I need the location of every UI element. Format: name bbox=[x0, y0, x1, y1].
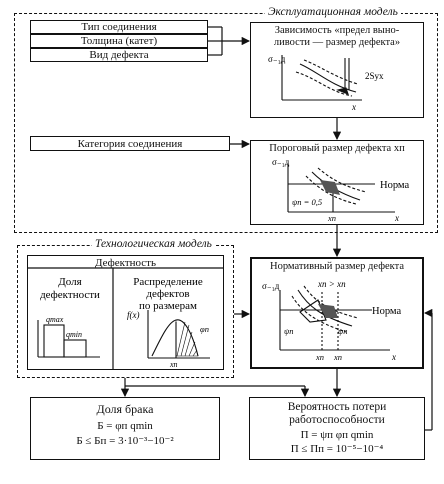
defect-share-chart bbox=[37, 320, 100, 358]
normative-shaded-region bbox=[318, 304, 338, 318]
input-defect-kind: Вид дефекта bbox=[30, 48, 208, 62]
share-title-line2: дефектности bbox=[40, 289, 100, 301]
threshold-x-tick: xп bbox=[327, 213, 336, 223]
dependency-box: Зависимость «предел выно- ливости — разм… bbox=[250, 22, 424, 118]
threshold-psi-label: ψп = 0,5 bbox=[292, 197, 322, 207]
threshold-norm-label: Норма bbox=[380, 180, 409, 191]
operational-model-frame bbox=[14, 13, 438, 233]
distribution-chart bbox=[147, 310, 210, 359]
dependency-y-axis: σ₋₁д bbox=[268, 54, 286, 64]
f-axis-label: f(x) bbox=[127, 310, 140, 320]
distribution-x-label: xп bbox=[169, 360, 178, 369]
normative-x-tick-1: xп bbox=[315, 352, 324, 362]
q-min-label: qmin bbox=[66, 330, 82, 339]
q-max-label: qmax bbox=[46, 315, 64, 324]
share-title-line1: Доля bbox=[58, 276, 81, 288]
distribution-title-line1: Распределение bbox=[133, 276, 203, 288]
normative-y-axis: σ₋₁д bbox=[262, 281, 280, 291]
distribution-hatch bbox=[176, 321, 198, 357]
threshold-x-axis: x bbox=[394, 213, 399, 223]
operational-model-title: Эксплуатационная модель bbox=[265, 6, 401, 18]
normative-norm-label: Норма bbox=[372, 306, 401, 317]
dependency-annotation: 2Syx bbox=[365, 71, 384, 81]
technological-model-title: Технологическая модель bbox=[92, 238, 215, 250]
distribution-title-line3: по размерам bbox=[139, 300, 197, 312]
normative-x-label-top: xп > xп bbox=[317, 279, 346, 289]
input-thickness: Толщина (катет) bbox=[30, 34, 208, 48]
normative-psi-left: ψп bbox=[284, 326, 294, 336]
phi-label: φп bbox=[200, 324, 209, 334]
input-connection-type: Тип соединения bbox=[30, 20, 208, 34]
threshold-shaded-region bbox=[320, 180, 340, 195]
normative-x-axis: x bbox=[391, 352, 396, 362]
defect-share-box: Доля брака Б = φп qmin Б ≤ Бп = 3·10⁻³−1… bbox=[30, 397, 220, 460]
threshold-y-axis: σ₋₁д bbox=[272, 157, 290, 167]
distribution-title-line2: дефектов bbox=[146, 288, 189, 300]
threshold-box: Пороговый размер дефекта xп bbox=[250, 140, 424, 225]
normative-x-tick-2: xп bbox=[333, 352, 342, 362]
dependency-chart bbox=[281, 55, 362, 101]
defectiveness-box: Дефектность bbox=[27, 255, 224, 370]
dependency-x-axis: x bbox=[351, 102, 356, 112]
distribution-hatch-outline bbox=[175, 319, 199, 357]
input-connection-category: Категория соединения bbox=[30, 136, 230, 151]
normative-psi-right: ψп bbox=[338, 326, 348, 336]
probability-box: Вероятность потери работоспособности П =… bbox=[249, 397, 425, 460]
